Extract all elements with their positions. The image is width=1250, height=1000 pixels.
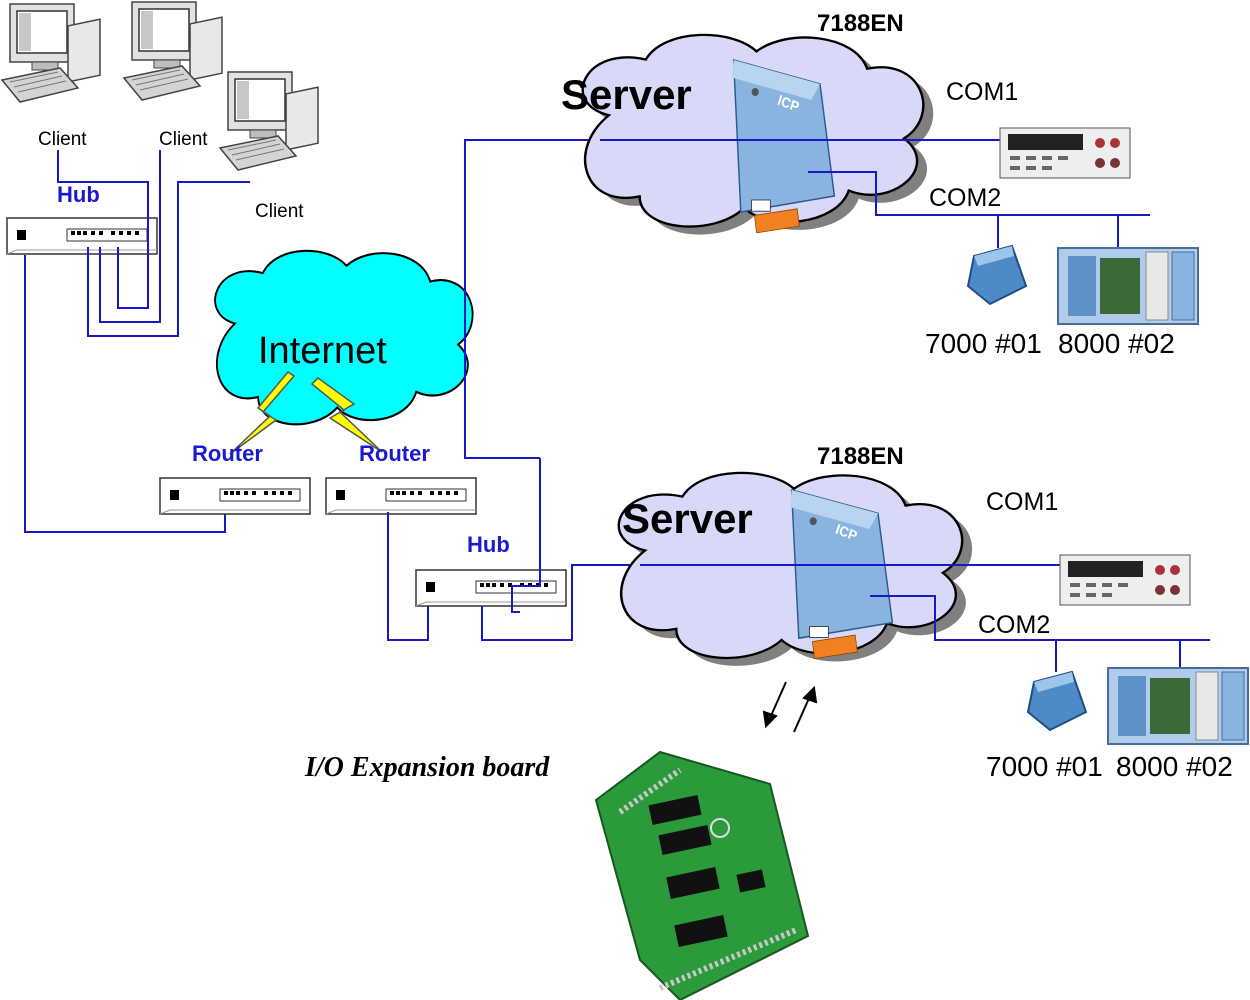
hub-top-label: Hub [57,182,100,207]
router-left-label: Router [192,441,263,466]
meter-bottom-icon [1058,553,1192,607]
server-top-links [600,139,1150,252]
server-bottom-title: Server [622,495,753,542]
client-computer-icon [123,1,223,101]
io-expansion-board-icon [594,750,810,1000]
client-label: Client [38,129,87,150]
server-top-title: Server [561,71,692,118]
router-right-icon [324,476,478,516]
client-label: Client [159,129,208,150]
io-board-label: I/O Expansion board [305,752,550,783]
server-bottom-links [640,564,1210,676]
lightning-right-icon [310,377,383,453]
bidirectional-arrows-icon [762,681,818,733]
router-right-label: Router [359,441,430,466]
hub-device-icon [5,216,159,256]
server-bottom-module-b-label: 8000 #02 [1116,751,1233,782]
client-links [24,150,250,533]
server-top-model-label: 7188EN [817,10,904,37]
module-7000-bottom-icon [1027,671,1087,731]
meter-top-icon [998,126,1132,180]
module-8000-top-icon [1057,247,1199,325]
client-computer-icon [1,3,101,103]
lightning-left-icon [229,371,296,455]
router-left-icon [158,476,312,516]
client-computer-icon [219,71,319,171]
module-8000-bottom-icon [1107,667,1249,745]
server-bottom-module-a-label: 7000 #01 [986,751,1103,782]
server-bottom-com2-label: COM2 [978,611,1051,639]
module-7000-top-icon [967,245,1027,305]
wan-links [387,139,640,641]
server-top-module-a-label: 7000 #01 [925,328,1042,359]
client-label: Client [255,201,304,222]
server-top-com2-label: COM2 [929,184,1002,212]
hub-bottom-icon [414,568,568,608]
server-top-com1-label: COM1 [946,78,1019,106]
hub-bottom-label: Hub [467,532,510,557]
internet-label: Internet [258,330,387,372]
server-top-module-b-label: 8000 #02 [1058,328,1175,359]
server-bottom-model-label: 7188EN [817,443,904,470]
server-bottom-com1-label: COM1 [986,488,1059,516]
